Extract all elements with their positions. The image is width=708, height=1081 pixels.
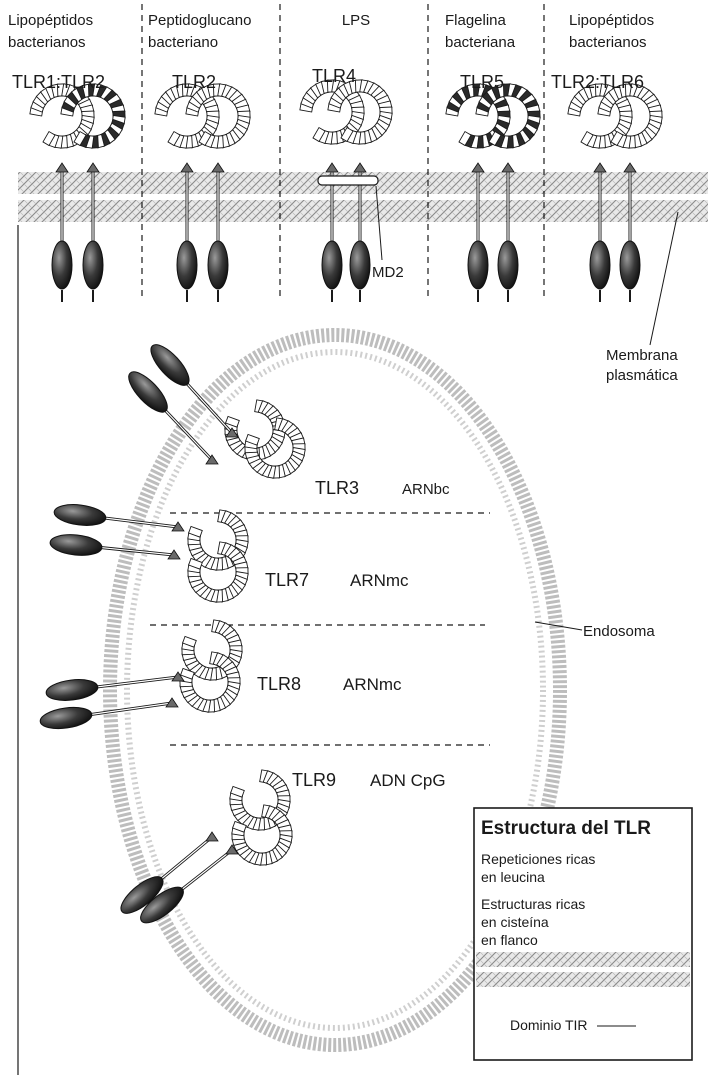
md2-label: MD2 (372, 264, 404, 281)
surface-cys-0-0 (56, 163, 68, 172)
receptor-name-tlr7: TLR7 (265, 570, 309, 590)
receptor-name-tlr3: TLR3 (315, 478, 359, 498)
surface-tir-4-1 (620, 241, 640, 289)
cys-label: Estructuras ricas (481, 896, 585, 912)
cys-label-line3: en flanco (481, 932, 538, 948)
lrr-label-line2: en leucina (481, 869, 545, 885)
cys-label-line2: en cisteína (481, 914, 549, 930)
receptor-name-tlr5: TLR5 (460, 72, 504, 92)
ligand-label-tlr2: Peptidoglucano (148, 12, 251, 29)
structure-box-title: Estructura del TLR (481, 818, 651, 839)
surface-cys-3-0 (472, 163, 484, 172)
md2-shape (318, 176, 378, 185)
surface-tir-1-0 (177, 241, 197, 289)
endo-cys-3-0 (206, 832, 218, 841)
lrr-label: Repeticiones ricas (481, 851, 595, 867)
surface-cys-1-0 (181, 163, 193, 172)
surface-tir-2-1 (350, 241, 370, 289)
membrane-label: Membrana (606, 347, 678, 364)
ligand-label-tlr7: ARNmc (350, 571, 409, 590)
ligand-label-tlr2-tlr6-line2: bacterianos (569, 34, 647, 51)
tir-label: Dominio TIR (510, 1017, 588, 1033)
surface-cys-4-0 (594, 163, 606, 172)
membrane-label-line2: plasmática (606, 367, 678, 384)
receptor-name-tlr8: TLR8 (257, 674, 301, 694)
surface-cys-3-1 (502, 163, 514, 172)
surface-cys-1-1 (212, 163, 224, 172)
receptor-name-tlr2-tlr6: TLR2:TLR6 (551, 72, 644, 92)
ligand-label-tlr9: ADN CpG (370, 771, 446, 790)
surface-tir-3-1 (498, 241, 518, 289)
ligand-label-tlr5: Flagelina (445, 12, 507, 29)
surface-cys-2-0 (326, 163, 338, 172)
surface-tir-4-0 (590, 241, 610, 289)
surface-ligand-labels: Lipopéptidos bacterianos Peptidoglucano … (8, 12, 654, 51)
ligand-label-tlr1-tlr2: Lipopéptidos (8, 12, 93, 29)
md2-leader (376, 186, 382, 260)
surface-tir-0-0 (52, 241, 72, 289)
ligand-label-tlr8: ARNmc (343, 675, 402, 694)
surface-cys-2-1 (354, 163, 366, 172)
endo-tir-2-0 (45, 677, 99, 703)
ligand-label-tlr2-tlr6: Lipopéptidos (569, 12, 654, 29)
receptor-name-tlr4: TLR4 (312, 66, 356, 86)
surface-tir-2-0 (322, 241, 342, 289)
ligand-label-tlr2-line2: bacteriano (148, 34, 218, 51)
surface-tir-0-1 (83, 241, 103, 289)
ligand-label-tlr5-line2: bacteriana (445, 34, 516, 51)
surface-tir-3-0 (468, 241, 488, 289)
membrane-leader (650, 212, 678, 345)
endosome-label: Endosoma (583, 623, 655, 640)
surface-tir-1-1 (208, 241, 228, 289)
endo-tir-1-0 (53, 502, 107, 528)
endosomal-receptor-labels: TLR3 ARNbc TLR7 ARNmc TLR8 ARNmc TLR9 AD… (257, 478, 450, 790)
endo-tir-2-1 (39, 704, 93, 731)
ligand-label-tlr1-tlr2-line2: bacterianos (8, 34, 86, 51)
tlr-structure-box: Estructura del TLR Repeticiones ricas en… (474, 808, 692, 1060)
ligand-label-tlr3: ARNbc (402, 481, 450, 498)
ligand-label-tlr4: LPS (342, 12, 370, 29)
receptor-name-tlr1-tlr2: TLR1:TLR2 (12, 72, 105, 92)
receptor-name-tlr9: TLR9 (292, 770, 336, 790)
endo-tir-1-1 (49, 532, 103, 557)
receptor-name-tlr2: TLR2 (172, 72, 216, 92)
surface-cys-0-1 (87, 163, 99, 172)
surface-cys-4-1 (624, 163, 636, 172)
